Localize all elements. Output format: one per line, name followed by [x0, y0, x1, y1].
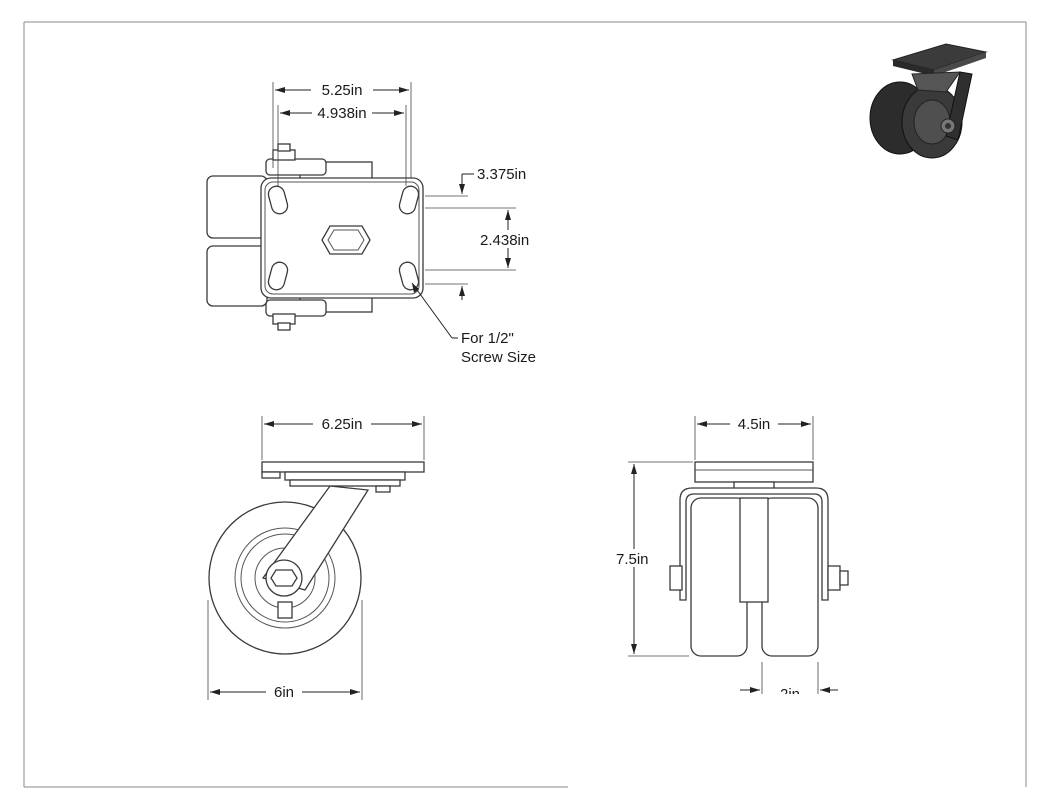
dim-overall-width-label: 5.25in — [322, 82, 363, 99]
top-wheel-lower — [206, 245, 268, 307]
sheet-border — [23, 21, 1027, 788]
dim-front-width-label: 4.5in — [738, 416, 771, 433]
side-plate — [261, 461, 425, 473]
dim-bolt-depth-label: 2.438in — [480, 232, 529, 249]
kingpin-hex — [321, 225, 371, 255]
dim-height-label: 7.5in — [616, 551, 649, 568]
mount-slot — [267, 261, 289, 291]
screw-note-line2: Screw Size — [461, 349, 536, 366]
mount-slot — [398, 185, 420, 215]
dim-bolt-width-label: 4.938in — [317, 105, 366, 122]
front-axle-left — [669, 565, 683, 591]
mount-slot — [398, 261, 420, 291]
front-plate — [694, 461, 814, 483]
screw-note-line1: For 1/2" — [461, 330, 514, 347]
mount-slot — [267, 185, 289, 215]
caster-isometric-icon — [869, 43, 988, 159]
axle-hex — [270, 569, 298, 587]
front-fork — [679, 487, 829, 601]
side-view: 6.25in 6in — [207, 414, 425, 701]
top-wheel-upper — [206, 175, 268, 239]
front-view: 4.5in 7.5in 2in — [614, 414, 850, 714]
top-view: 5.25in 4.938in 3.375in 2.438in For 1/2" … — [206, 80, 540, 366]
front-wheel-right — [761, 497, 819, 657]
front-wheel-left — [690, 497, 748, 657]
dim-plate-width-label: 6.25in — [322, 416, 363, 433]
dim-overall-depth-label: 3.375in — [477, 166, 526, 183]
dim-wheel-diameter-label: 6in — [274, 684, 294, 701]
front-axle-right — [827, 565, 841, 591]
